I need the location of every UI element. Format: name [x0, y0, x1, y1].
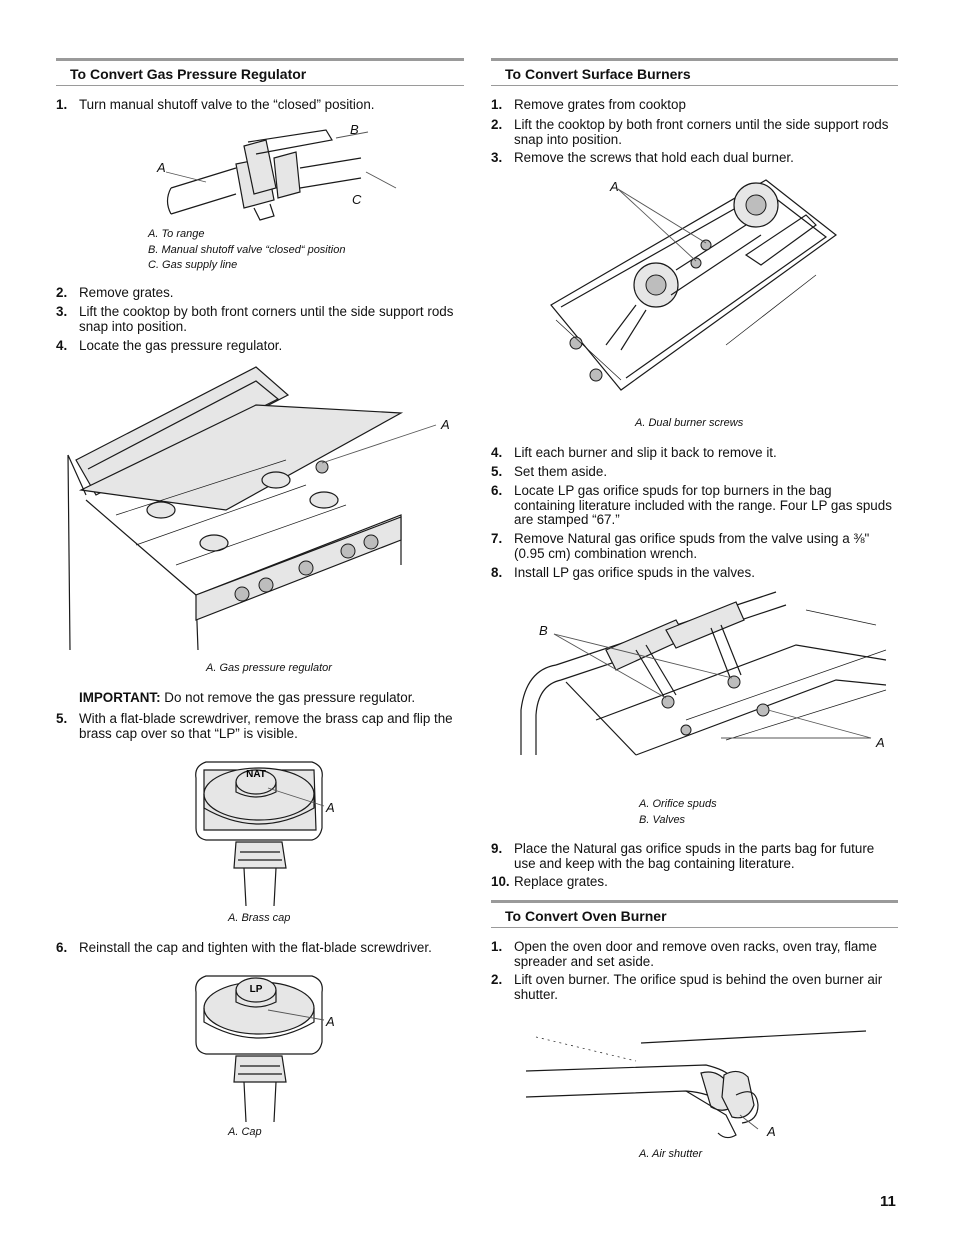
range-label-a: A: [441, 417, 450, 432]
shutoff-valve-illustration: [165, 129, 397, 221]
valve-caption: A. To range B. Manual shutoff valve “clo…: [148, 228, 346, 271]
lp-stamp: LP: [250, 984, 263, 995]
valve-label-c: C: [352, 192, 362, 207]
lp-label-a: A: [326, 1014, 335, 1029]
valve-label-a: A: [157, 160, 166, 175]
orifice-spuds-illustration: [520, 591, 887, 756]
range-caption: A. Gas pressure regulator: [206, 662, 332, 674]
section-heading-surface-burners: To Convert Surface Burners: [491, 58, 898, 86]
important-note: IMPORTANT: Do not remove the gas pressur…: [79, 690, 416, 705]
section-heading-gas-pressure-regulator: To Convert Gas Pressure Regulator: [56, 58, 464, 86]
orifice-label-b: B: [539, 623, 548, 638]
nat-label-a: A: [326, 800, 335, 815]
dual-burner-illustration: [550, 179, 837, 391]
cap-lp-illustration: LP: [195, 975, 325, 1123]
shutter-label-a: A: [767, 1124, 776, 1139]
nat-stamp: NAT: [246, 769, 266, 780]
nat-caption: A. Brass cap: [228, 912, 291, 924]
burner-label-a: A: [610, 179, 619, 194]
shutter-caption: A. Air shutter: [639, 1148, 703, 1160]
lp-caption: A. Cap: [228, 1126, 262, 1138]
burner-caption: A. Dual burner screws: [635, 417, 744, 429]
section-heading-oven-burner: To Convert Oven Burner: [491, 900, 898, 928]
range-regulator-illustration: [67, 366, 437, 651]
brass-cap-nat-illustration: NAT: [195, 761, 325, 907]
orifice-caption: A. Orifice spuds B. Valves: [639, 798, 717, 826]
valve-label-b: B: [350, 122, 359, 137]
orifice-label-a: A: [876, 735, 885, 750]
page-number: 11: [880, 1193, 896, 1210]
air-shutter-illustration: [525, 1030, 867, 1139]
